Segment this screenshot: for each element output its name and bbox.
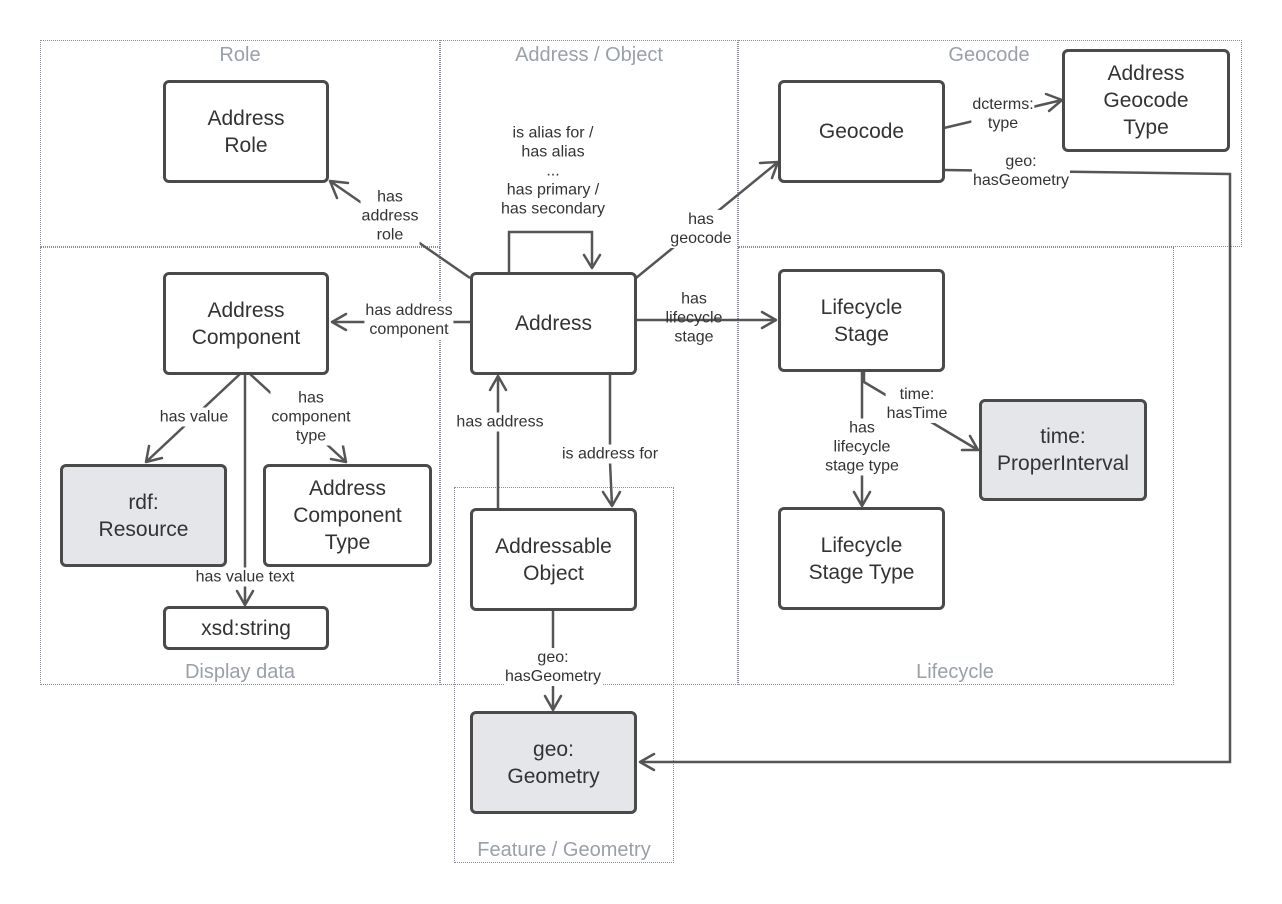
node-time-proper-interval[interactable]: time: ProperInterval <box>979 399 1147 501</box>
label-has-geocode: has geocode <box>669 210 733 248</box>
node-addressable-object[interactable]: Addressable Object <box>470 508 637 611</box>
arrowhead-has-value-text <box>235 589 255 607</box>
arrowhead-alias-primary <box>582 253 602 270</box>
label-geocode-has-geometry: geo: hasGeometry <box>971 152 1071 190</box>
arrowhead-is-address-for <box>601 490 622 508</box>
label-has-address-component: has address component <box>364 301 454 339</box>
node-lifecycle-stage-type[interactable]: Lifecycle Stage Type <box>778 507 945 610</box>
label-alias-primary: is alias for / has alias ... has primary… <box>500 124 606 218</box>
edge-geocode-has-geometry <box>640 168 1232 764</box>
region-geocode <box>738 40 1242 247</box>
label-has-value: has value <box>158 407 230 427</box>
edge-is-address-for <box>608 374 614 507</box>
label-has-address-role: has address role <box>360 187 420 245</box>
label-has-value-text: has value text <box>194 567 296 587</box>
label-object-has-geometry: geo: hasGeometry <box>503 648 603 686</box>
region-role <box>40 40 440 247</box>
label-has-lifecycle-stage-type: has lifecycle stage type <box>824 418 900 476</box>
arrowhead-has-lifecycle-stage <box>760 310 778 330</box>
node-address-component[interactable]: Address Component <box>163 272 329 375</box>
node-xsd-string[interactable]: xsd:string <box>163 606 329 650</box>
arrowhead-has-address-role <box>328 179 350 200</box>
region-title-address-object: Address / Object <box>515 44 663 66</box>
label-dcterms-type: dcterms: type <box>971 95 1035 133</box>
edge-time-has-time <box>862 372 979 452</box>
node-geo-geometry[interactable]: geo: Geometry <box>470 711 637 814</box>
arrowhead-has-component-type <box>329 444 348 464</box>
arrowhead-has-lifecycle-stage-type <box>852 490 872 508</box>
region-title-role: Role <box>219 44 261 66</box>
arrowhead-has-address-component <box>330 312 348 332</box>
arrowhead-has-value <box>144 444 164 464</box>
node-lifecycle-stage[interactable]: Lifecycle Stage <box>778 269 945 372</box>
node-rdf-resource[interactable]: rdf: Resource <box>60 464 227 567</box>
node-address-geocode-type[interactable]: Address Geocode Type <box>1062 49 1230 152</box>
region-title-geocode: Geocode <box>948 44 1030 66</box>
label-time-has-time: time: hasTime <box>885 385 949 423</box>
label-is-address-for: is address for <box>560 444 660 464</box>
arrowhead-geocode-has-geometry <box>638 752 656 772</box>
node-address-role[interactable]: Address Role <box>163 80 329 183</box>
region-lifecycle <box>738 247 1174 685</box>
arrowhead-time-has-time <box>960 434 980 452</box>
node-address[interactable]: Address <box>470 272 637 375</box>
node-geocode[interactable]: Geocode <box>778 80 945 183</box>
label-has-lifecycle-stage: has lifecycle stage <box>665 290 723 346</box>
edge-alias-primary-loop <box>507 230 594 272</box>
region-display-data <box>40 247 440 685</box>
label-has-address: has address <box>455 412 545 432</box>
arrowhead-has-address <box>488 374 508 392</box>
arrowhead-object-has-geometry <box>543 694 563 712</box>
region-title-lifecycle: Lifecycle <box>916 661 994 683</box>
region-title-feature-geometry: Feature / Geometry <box>477 839 651 861</box>
region-title-display-data: Display data <box>184 661 296 683</box>
label-has-component-type: has component type <box>270 388 352 446</box>
node-address-component-type[interactable]: Address Component Type <box>263 464 432 567</box>
region-feature-geometry <box>454 487 674 863</box>
